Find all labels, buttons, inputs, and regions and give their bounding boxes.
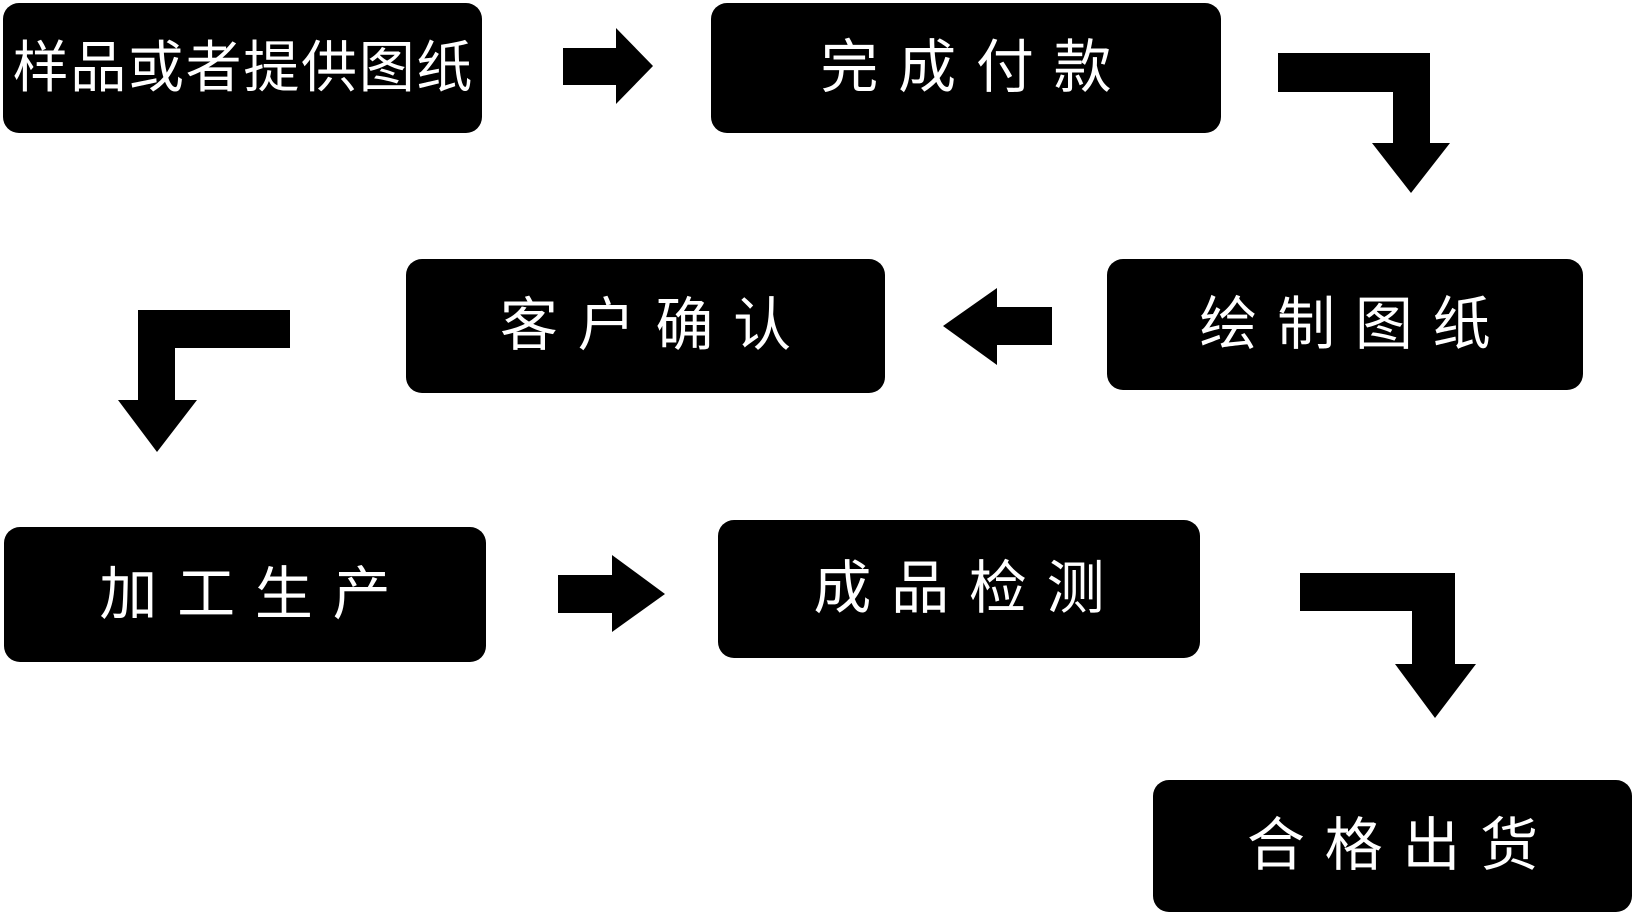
node-label: 加工生产 bbox=[99, 561, 411, 627]
node-label: 合格出货 bbox=[1246, 813, 1558, 878]
node-label: 绘制图纸 bbox=[1199, 291, 1511, 357]
node-complete-payment: 完成付款 bbox=[711, 3, 1221, 133]
node-customer-confirmation: 客户确认 bbox=[406, 259, 885, 393]
node-label: 成品检测 bbox=[813, 556, 1125, 621]
node-sample-or-provide-drawings: 样品或者提供图纸 bbox=[3, 3, 482, 133]
node-qualified-shipment: 合格出货 bbox=[1153, 780, 1632, 912]
node-processing-production: 加工生产 bbox=[4, 527, 486, 662]
node-label: 完成付款 bbox=[820, 35, 1132, 100]
node-label: 客户确认 bbox=[499, 293, 811, 358]
arrow-elbow-down-icon-step6-to-step7 bbox=[1300, 573, 1476, 718]
arrow-elbow-down-icon-step4-to-step5 bbox=[118, 310, 290, 452]
arrow-elbow-down-icon-step2-to-step3 bbox=[1278, 53, 1450, 193]
node-finished-product-inspection: 成品检测 bbox=[718, 520, 1200, 658]
arrow-left-icon-step3-to-step4 bbox=[943, 288, 1052, 365]
arrow-right-icon-step5-to-step6 bbox=[558, 555, 665, 632]
arrow-right-icon-step1-to-step2 bbox=[563, 28, 653, 104]
node-draw-drawings: 绘制图纸 bbox=[1107, 259, 1583, 390]
node-label: 样品或者提供图纸 bbox=[12, 36, 475, 99]
